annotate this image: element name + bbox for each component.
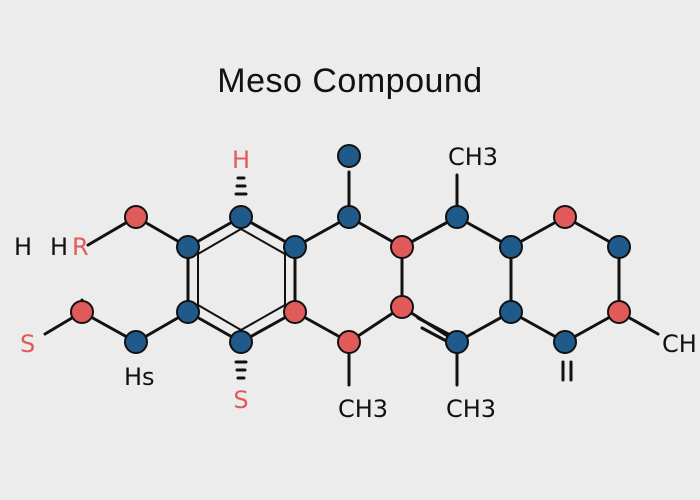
atom-carbon [176, 235, 200, 259]
atom-heteroatom [390, 295, 414, 319]
atom-nodes [70, 144, 631, 354]
label-ch3-bottom-2: CH3 [446, 395, 496, 423]
atom-heteroatom [553, 205, 577, 229]
atom-carbon [337, 144, 361, 168]
atom-carbon [499, 235, 523, 259]
atom-carbon [445, 205, 469, 229]
atom-heteroatom [70, 300, 94, 324]
atom-carbon [176, 300, 200, 324]
atom-heteroatom [337, 330, 361, 354]
hashed-wedge-bottom [234, 360, 248, 380]
atom-heteroatom [390, 235, 414, 259]
label-ch-right: CH [662, 330, 697, 358]
atom-carbon [607, 235, 631, 259]
label-h-top: H [232, 146, 250, 174]
atom-heteroatom [124, 205, 148, 229]
atom-carbon [229, 205, 253, 229]
label-ch3-bottom-1: CH3 [338, 395, 388, 423]
atom-carbon [283, 235, 307, 259]
atom-heteroatom [283, 300, 307, 324]
atom-carbon [124, 330, 148, 354]
atom-heteroatom [607, 300, 631, 324]
atom-carbon [337, 205, 361, 229]
hashed-wedge-top [234, 176, 248, 196]
label-hr-h: H [50, 233, 68, 261]
label-hr-r: R [72, 233, 89, 261]
atom-carbon [445, 330, 469, 354]
label-hs-bottom: Hs [124, 363, 155, 391]
label-s-bottom: S [233, 386, 248, 414]
label-s-left: S [20, 330, 35, 358]
atom-carbon [229, 330, 253, 354]
atom-carbon [553, 330, 577, 354]
label-h-left: H [14, 233, 32, 261]
atom-carbon [499, 300, 523, 324]
diagram-title: Meso Compound [217, 62, 483, 100]
label-ch3-top: CH3 [448, 143, 498, 171]
